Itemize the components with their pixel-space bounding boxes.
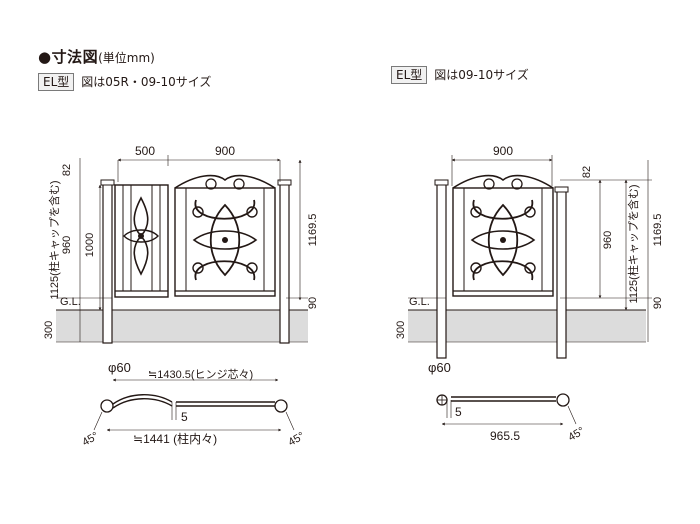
- right-dim-960: 960: [602, 231, 614, 249]
- right-dim-lines: [408, 155, 652, 342]
- right-plan-view: 5 965.5 45°: [436, 393, 587, 444]
- unit-label: (単位mm): [98, 51, 155, 65]
- right-type-tag: EL型: [391, 66, 428, 84]
- right-dim-90: 90: [652, 297, 664, 309]
- right-post-a: [434, 179, 449, 359]
- left-caption-text: 図は05R・09-10サイズ: [81, 75, 212, 89]
- left-gate-large: [174, 174, 276, 297]
- right-dim-1125: 1125(柱キャップを含む): [626, 185, 640, 304]
- left-plan-inner: ≒1441 (柱内々): [133, 431, 217, 446]
- left-caption: EL型図は05R・09-10サイズ: [38, 73, 211, 91]
- left-type-tag: EL型: [38, 73, 75, 91]
- left-post-diameter: φ60: [108, 360, 131, 375]
- left-post-b: [277, 179, 292, 344]
- title-text: ●寸法図: [38, 48, 99, 66]
- right-elevation: 900 82 960 1125(柱キャップを含む) 1169.5 G.L. 90…: [395, 144, 664, 375]
- right-caption-text: 図は09-10サイズ: [434, 68, 529, 82]
- right-caption: EL型図は09-10サイズ: [391, 66, 529, 84]
- left-plan-view: ≒1430.5(ヒンジ芯々) 5 ≒1441 (柱内々) 45° 45°: [80, 367, 306, 449]
- left-gate-small: [114, 184, 169, 298]
- left-dim-1169-5: 1169.5: [307, 214, 319, 247]
- left-post-a: [100, 179, 115, 344]
- left-dim-lines: [56, 155, 308, 342]
- left-dim-960: 960: [61, 236, 73, 254]
- left-plan-hinge: ≒1430.5(ヒンジ芯々): [148, 367, 253, 381]
- left-gl-label: G.L.: [60, 296, 81, 308]
- left-plan-gap: 5: [181, 410, 188, 424]
- left-dim-90: 90: [307, 297, 319, 309]
- right-plan-gap: 5: [455, 405, 462, 419]
- right-dim-1169-5: 1169.5: [652, 214, 664, 247]
- right-plan-width: 965.5: [490, 429, 520, 443]
- left-elevation: 500 900 82 1125(柱キャップを含む) 960 1000 1169.…: [43, 144, 319, 375]
- left-dim-1000: 1000: [84, 233, 96, 257]
- right-post-b: [554, 186, 569, 359]
- right-dim-300: 300: [395, 321, 407, 339]
- right-gl-label: G.L.: [409, 296, 430, 308]
- right-dim-900: 900: [493, 144, 513, 158]
- left-dim-1125: 1125(柱キャップを含む): [47, 181, 61, 300]
- left-dim-82: 82: [61, 164, 73, 176]
- left-plan-angle-left: 45°: [80, 430, 100, 449]
- right-dim-82: 82: [581, 166, 593, 178]
- left-plan-angle-right: 45°: [286, 430, 306, 449]
- right-plan-angle: 45°: [566, 425, 586, 444]
- left-ground: [56, 310, 308, 342]
- left-dim-500: 500: [135, 144, 155, 158]
- right-ground: [408, 310, 646, 342]
- page-title: ●寸法図(単位mm): [38, 46, 155, 67]
- left-dim-900: 900: [215, 144, 235, 158]
- left-dim-300: 300: [43, 321, 55, 339]
- right-post-diameter: φ60: [428, 360, 451, 375]
- right-gate: [452, 174, 554, 297]
